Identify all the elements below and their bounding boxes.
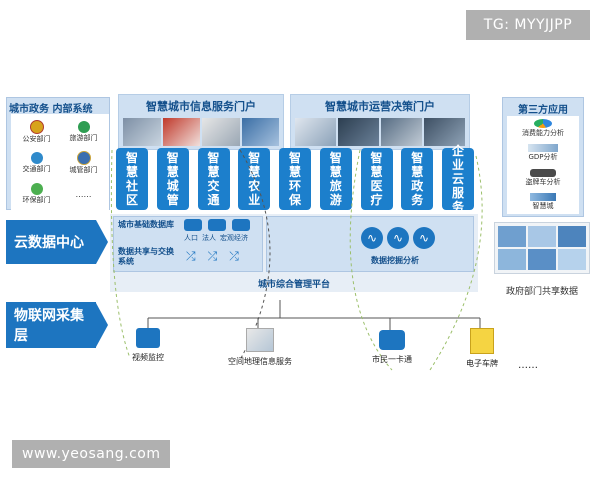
portal-screenshot-image: [162, 118, 200, 146]
cloud-layer-label: 云数据中心: [6, 220, 96, 264]
service-smart-tourism: 智慧旅游: [319, 148, 352, 210]
operation-decision-portal: 智慧城市运营决策门户: [290, 94, 470, 150]
portal-screenshot-image: [338, 118, 379, 146]
data-mining-icons: ∿ ∿ ∿: [361, 227, 435, 249]
dept-police: 公安部门: [13, 116, 60, 147]
car-icon: [530, 168, 556, 177]
info-service-portal-title: 智慧城市信息服务门户: [146, 100, 256, 113]
tourism-icon: [77, 120, 90, 133]
iot-electronic-plate: 电子车牌: [460, 328, 504, 369]
city-basic-database-panel: 城市基础数据库 人口 法人 宏观经济 数据共享与交换系统 ⤮ ⤮ ⤮: [113, 216, 263, 272]
dept-more: ……: [75, 189, 92, 199]
shared-data-thumbnail: [498, 249, 526, 270]
data-exchange-icons: ⤮ ⤮ ⤮: [186, 249, 239, 264]
portal-screenshot-image: [381, 118, 422, 146]
legal-person-icon: [208, 219, 226, 231]
dept-tourism: 旅游部门: [60, 116, 107, 147]
decision-portal-screenshots: [291, 114, 469, 150]
database-stats-icons: [184, 219, 250, 231]
city-management-platform-label: 城市综合管理平台: [257, 280, 330, 290]
service-enterprise-cloud: 企业云服务: [442, 144, 474, 214]
third-party-list: 消费能力分析 GDP分析 盗牌车分析 智慧城: [507, 116, 579, 214]
shared-data-thumbnail: [498, 226, 526, 247]
data-sharing-exchange-title: 数据共享与交换系统: [118, 247, 174, 266]
dept-traffic: 交通部门: [13, 147, 60, 178]
city-basic-database-title: 城市基础数据库: [118, 220, 174, 229]
shared-data-thumbnail: [558, 226, 586, 247]
iot-layer-arrow: [96, 303, 108, 347]
electronic-plate-icon: [470, 328, 494, 354]
exchange-arrows-icon: ⤮: [207, 249, 218, 263]
info-portal-screenshots: [119, 114, 283, 150]
shared-data-thumbnail: [528, 226, 556, 247]
wave-signal-icon: ∿: [413, 227, 435, 249]
service-smart-agriculture: 智慧农业: [238, 148, 271, 210]
gov-shared-data-label: 政府部门共享数据: [505, 287, 578, 297]
internal-systems-panel: 城市政务 内部系统 公安部门 旅游部门 交通部门 城管部门 环保部门 ……: [6, 97, 110, 212]
police-badge-icon: [29, 119, 44, 134]
stolen-plate-analysis-item: 盗牌车分析: [526, 168, 561, 187]
portal-screenshot-image: [123, 118, 161, 146]
portal-screenshot-image: [202, 118, 240, 146]
dept-urban-management: 城管部门: [60, 147, 107, 178]
portal-screenshot-image: [424, 118, 465, 146]
video-camera-icon: [136, 328, 160, 348]
exchange-arrows-icon: ⤮: [229, 249, 239, 263]
iot-video-surveillance: 视频监控: [128, 328, 168, 363]
database-stats-labels: 人口 法人 宏观经济: [184, 233, 248, 243]
watermark-bottom: www.yeosang.com: [12, 440, 170, 468]
data-mining-label: 数据挖掘分析: [371, 256, 419, 265]
city-map-icon: [530, 192, 556, 201]
operation-decision-portal-title: 智慧城市运营决策门户: [325, 100, 435, 113]
portal-screenshot-image: [241, 118, 279, 146]
service-smart-city-management: 智慧城管: [156, 148, 189, 210]
gdp-analysis-item: GDP分析: [528, 144, 558, 162]
urban-management-icon: [76, 150, 91, 165]
third-party-title: 第三方应用: [518, 105, 568, 116]
data-mining-panel: ∿ ∿ ∿ 数据挖掘分析: [266, 216, 474, 272]
iot-spatial-geo-service: 空间地理信息服务: [220, 328, 300, 367]
service-smart-government: 智慧政务: [401, 148, 434, 210]
population-label: 人口: [184, 234, 198, 242]
map-pin-icon: [246, 328, 274, 352]
service-smart-healthcare: 智慧医疗: [360, 148, 393, 210]
consumption-analysis-item: 消费能力分析: [522, 119, 564, 138]
gov-shared-data-map: [494, 222, 590, 274]
iot-layer-label: 物联网采集层: [6, 302, 96, 348]
shared-data-thumbnail: [528, 249, 556, 270]
third-party-panel: 第三方应用 消费能力分析 GDP分析 盗牌车分析 智慧城: [502, 97, 584, 217]
iot-citizen-card: 市民一卡通: [362, 330, 422, 365]
bar-chart-icon: [232, 219, 250, 231]
wave-signal-icon: ∿: [387, 227, 409, 249]
dept-environment: 环保部门: [13, 179, 60, 210]
cloud-layer-arrow: [96, 220, 108, 264]
watermark-top: TG: MYYJJPP: [466, 10, 590, 40]
smart-city-item: 智慧城: [530, 192, 556, 211]
environment-icon: [30, 183, 43, 196]
gdp-chart-icon: [528, 144, 558, 153]
wave-signal-icon: ∿: [361, 227, 383, 249]
legal-person-label: 法人: [202, 234, 216, 242]
macro-economy-label: 宏观经济: [220, 234, 248, 242]
camera-card-icon: [379, 330, 405, 350]
pie-chart-icon: [534, 119, 552, 129]
service-boxes-row: 智慧社区 智慧城管 智慧交通 智慧农业 智慧环保 智慧旅游 智慧医疗 智慧政务 …: [112, 144, 478, 214]
exchange-arrows-icon: ⤮: [186, 249, 196, 263]
internal-systems-grid: 公安部门 旅游部门 交通部门 城管部门 环保部门 ……: [11, 114, 109, 212]
population-icon: [184, 219, 202, 231]
service-smart-transport: 智慧交通: [197, 148, 230, 210]
traffic-icon: [30, 151, 43, 164]
iot-more: ……: [518, 360, 538, 371]
internal-systems-title: 城市政务 内部系统: [9, 104, 93, 115]
info-service-portal: 智慧城市信息服务门户: [118, 94, 284, 150]
shared-data-thumbnail: [558, 249, 586, 270]
portal-screenshot-image: [295, 118, 336, 146]
service-smart-environment: 智慧环保: [279, 148, 311, 210]
service-smart-community: 智慧社区: [116, 148, 148, 210]
